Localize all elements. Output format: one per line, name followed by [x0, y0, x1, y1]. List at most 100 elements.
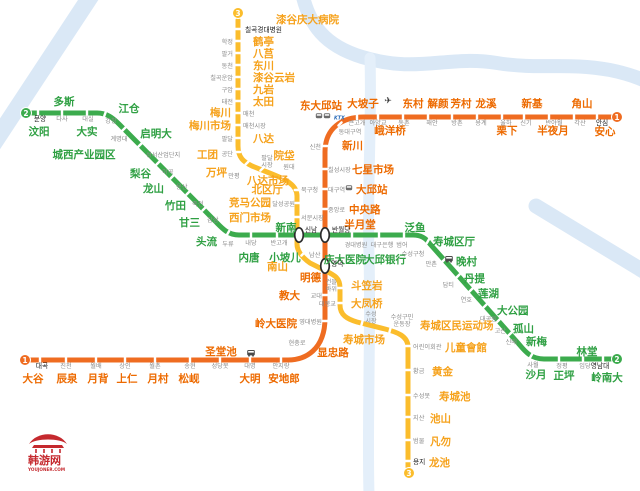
station-name-kr: 아양교 — [369, 119, 386, 127]
station-tick — [500, 113, 504, 121]
station-name-zh: 岭南大 — [591, 371, 623, 384]
station-name-kr: 동천 — [222, 62, 234, 70]
ktx-logo: KTX — [334, 116, 345, 122]
station-name-zh: 寿城市场 — [343, 333, 385, 346]
station-name-kr: 만평 — [228, 172, 239, 180]
station-name-zh: 安地郎 — [268, 372, 300, 385]
station-tick — [404, 438, 412, 442]
station-name-zh: 工团 — [197, 149, 218, 161]
station-tick — [404, 368, 412, 372]
metro-lines-layer — [27, 17, 615, 470]
station-name-kr: 신기 — [520, 119, 531, 127]
station-tick — [234, 39, 242, 43]
station-name-kr: 대구역 — [328, 186, 345, 194]
station-name-zh: 辰泉 — [57, 372, 78, 385]
station-name-kr: 대실 — [82, 115, 94, 123]
station-name-kr: 이곡 — [162, 168, 174, 176]
station-name-zh: 半夜月 — [537, 124, 569, 137]
station-tick — [507, 331, 513, 337]
station-name-kr: 용지 — [413, 457, 425, 466]
station-tick — [234, 63, 242, 67]
station-name-zh: 小坡儿 — [268, 251, 301, 264]
station-tick — [601, 355, 605, 363]
station-tick — [321, 187, 329, 191]
station-tick — [279, 356, 283, 364]
station-name-zh: 大坡子 — [347, 97, 379, 110]
station-name-zh: 庆大医院 — [323, 253, 366, 266]
station-ticks-layer — [36, 27, 605, 463]
station-name-zh: 大邱银行 — [364, 253, 406, 266]
station-tick — [293, 201, 301, 205]
station-name-zh: 龙池 — [428, 456, 450, 469]
station-name-zh: 大谷 — [23, 372, 44, 385]
station-name-zh: 大公园 — [497, 304, 529, 317]
station-name-zh: 城西产业园区 — [53, 148, 116, 161]
station-name-kr: 남산 — [309, 251, 321, 259]
station-tick — [234, 111, 242, 115]
station-name-zh: 龙山 — [142, 182, 164, 195]
station-tick — [557, 355, 561, 363]
station-name-kr: 신천 — [310, 143, 322, 151]
station-name-kr: 임당 — [579, 362, 591, 370]
station-name-kr: 서문시장 — [301, 214, 324, 222]
station-tick — [475, 113, 479, 121]
station-tick — [297, 348, 303, 354]
station-name-zh: 八莒 — [252, 47, 274, 60]
station-name-kr: 고산 — [495, 327, 507, 335]
station-name-kr: 현충로 — [288, 339, 305, 347]
station-name-kr: 신남 — [305, 225, 317, 234]
station-name-zh: 正坪 — [554, 369, 575, 382]
station-name-kr: 북구청 — [301, 186, 318, 194]
site-name: 韩游网 — [28, 453, 61, 467]
station-name-zh: 汶阳 — [29, 125, 50, 138]
station-name-kr: 태전 — [222, 98, 234, 106]
station-tick — [572, 113, 576, 121]
station-tick — [218, 356, 222, 364]
river — [0, 0, 99, 150]
station-name-zh: 漆谷云岩 — [253, 71, 295, 84]
line-1-badge-number: 1 — [614, 113, 619, 122]
line-1-badge — [19, 354, 31, 366]
line-1-badge-number: 1 — [22, 356, 27, 365]
station-tick — [234, 75, 242, 79]
station-name-kr: 황금 — [413, 367, 425, 375]
station-name-zh: 黄金 — [432, 365, 453, 378]
station-name-kr: 매천 — [243, 110, 255, 118]
line-3-badge-number: 3 — [406, 469, 411, 478]
station-name-kr: 해안 — [426, 119, 438, 127]
station-tick — [402, 231, 406, 239]
station-tick — [244, 160, 250, 166]
station-tick — [85, 109, 89, 117]
station-name-kr: 상인 — [119, 362, 131, 370]
station-tick — [60, 109, 64, 117]
station-name-zh: 圣堂池 — [204, 345, 237, 358]
station-name-kr: 대명 — [244, 362, 255, 370]
station-tick — [455, 273, 461, 279]
station-name-zh: 启明大 — [140, 127, 172, 140]
station-name-kr: 내당 — [245, 239, 257, 247]
station-name-zh: 头流 — [196, 235, 217, 248]
station-tick — [337, 121, 343, 127]
station-name-kr: 칠곡경대병원 — [245, 25, 282, 34]
station-name-zh: 西门市场 — [229, 211, 271, 224]
station-tick — [103, 110, 107, 118]
station-name-zh: 芳村 — [451, 97, 472, 110]
station-tick — [94, 356, 98, 364]
station-tick — [388, 326, 392, 334]
station-tick — [404, 459, 412, 463]
station-name-kr: 계명대 — [110, 135, 127, 143]
station-tick — [336, 286, 344, 290]
station-name-zh: 明德 — [300, 271, 321, 284]
station-name-kr: 반고개 — [270, 239, 287, 247]
station-name-kr: 정평 — [556, 362, 567, 370]
station-name-kr: 율하 — [500, 119, 512, 127]
station-tick — [293, 188, 301, 192]
station-tick — [528, 352, 534, 360]
station-name-kr: 동대구역 — [339, 128, 362, 136]
station-tick — [185, 190, 191, 196]
icons-layer: ✈KTX — [247, 97, 453, 357]
station-tick — [153, 356, 157, 364]
station-tick — [275, 231, 279, 239]
